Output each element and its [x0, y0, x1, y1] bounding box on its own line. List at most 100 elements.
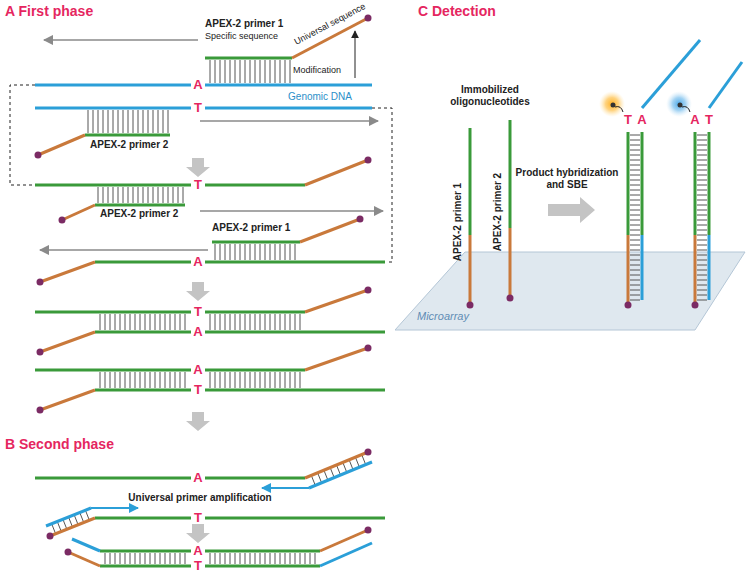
base-pair-rung [98, 187, 99, 203]
base-pair-rung [105, 553, 106, 564]
specific-sequence [85, 134, 170, 137]
product-strand [95, 389, 191, 392]
base-pair-rung [80, 513, 84, 523]
modification-dot [692, 302, 699, 309]
base-pair-rung [57, 522, 61, 532]
base-pair-rung [245, 553, 246, 564]
base-pair-rung [143, 187, 144, 203]
base-letter: A [193, 471, 202, 486]
base-pair-rung [270, 244, 271, 260]
base-pair-rung [295, 314, 296, 330]
base-pair-rung [255, 372, 256, 388]
modification-dot [467, 302, 474, 309]
base-pair-rung [270, 372, 271, 388]
base-letter: A [193, 363, 202, 378]
base-pair-rung [240, 244, 241, 260]
base-pair-rung [118, 110, 119, 133]
base-pair-rung [103, 110, 104, 133]
base-pair-rung [697, 140, 707, 141]
base-letter: A [193, 78, 202, 93]
base-pair-rung [285, 372, 286, 388]
base-pair-rung [697, 225, 707, 226]
base-pair-rung [240, 372, 241, 388]
base-pair-rung [255, 60, 256, 83]
base-pair-rung [697, 290, 707, 291]
base-pair-rung [630, 190, 640, 191]
base-letter: T [194, 511, 202, 526]
base-pair-rung [260, 553, 261, 564]
base-pair-rung [158, 187, 159, 203]
fluorescent-glow [666, 91, 692, 117]
base-pair-rung [145, 553, 146, 564]
base-pair-rung [697, 180, 707, 181]
base-pair-rung [93, 110, 94, 133]
base-pair-rung [235, 60, 236, 83]
universal-primer [320, 543, 372, 566]
base-pair-rung [185, 372, 186, 388]
base-pair-rung [165, 553, 166, 564]
base-pair-rung [697, 245, 707, 246]
base-pair-rung [697, 150, 707, 151]
base-pair-rung [115, 372, 116, 388]
base-pair-rung [170, 372, 171, 388]
base-pair-rung [250, 314, 251, 330]
modification-dot [365, 527, 372, 534]
base-pair-rung [697, 135, 707, 136]
base-pair-rung [697, 185, 707, 186]
base-pair-rung [148, 110, 149, 133]
base-pair-rung [280, 244, 281, 260]
base-pair-rung [697, 200, 707, 201]
amplification-arrow [262, 487, 309, 489]
base-pair-rung [160, 314, 161, 330]
modification-dot [365, 449, 372, 456]
base-pair-rung [120, 372, 121, 388]
base-letter: A [193, 544, 202, 559]
base-pair-rung [697, 155, 707, 156]
pointer-arrow [355, 31, 356, 78]
base-pair-rung [290, 314, 291, 330]
base-pair-rung [260, 314, 261, 330]
base-pair-rung [250, 553, 251, 564]
base-pair-rung [290, 244, 291, 260]
specific-sequence [95, 204, 185, 207]
universal-sequence [300, 219, 360, 242]
base-pair-rung [220, 244, 221, 260]
base-pair-rung [697, 215, 707, 216]
base-pair-rung [133, 187, 134, 203]
base-pair-rung [168, 187, 169, 203]
extension-arrow [200, 210, 383, 212]
base-letter: A [637, 113, 646, 128]
base-pair-rung [135, 553, 136, 564]
dashed-link [372, 108, 392, 262]
base-pair-rung [630, 165, 640, 166]
base-pair-rung [155, 372, 156, 388]
base-pair-rung [630, 170, 640, 171]
base-pair-rung [110, 314, 111, 330]
base-pair-rung [230, 314, 231, 330]
base-pair-rung [123, 110, 124, 133]
base-pair-rung [630, 270, 640, 271]
base-pair-rung [170, 314, 171, 330]
modification-dot [625, 302, 632, 309]
base-pair-rung [697, 175, 707, 176]
base-pair-rung [235, 244, 236, 260]
base-pair-rung [240, 314, 241, 330]
base-pair-rung [110, 372, 111, 388]
base-pair-rung [697, 265, 707, 266]
base-pair-rung [275, 372, 276, 388]
base-pair-rung [183, 187, 184, 203]
base-pair-rung [275, 244, 276, 260]
base-pair-rung [630, 210, 640, 211]
base-pair-rung [225, 553, 226, 564]
modification-dot [365, 15, 372, 22]
base-pair-rung [175, 372, 176, 388]
base-pair-rung [305, 553, 306, 564]
base-pair-rung [220, 60, 221, 83]
base-pair-rung [324, 470, 328, 480]
base-pair-rung [180, 314, 181, 330]
base-pair-rung [245, 60, 246, 83]
base-pair-rung [275, 60, 276, 83]
base-pair-rung [240, 60, 241, 83]
dashed-link [10, 85, 35, 185]
fluorophore-link [682, 107, 690, 112]
